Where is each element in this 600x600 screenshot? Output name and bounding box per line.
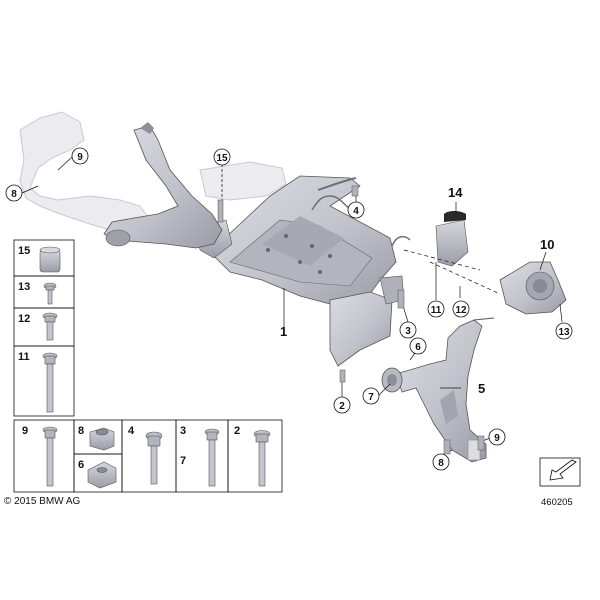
subframe-part (195, 175, 411, 367)
callout-6: 6 (415, 342, 421, 353)
diagram-frame: 1 2 3 4 5 6 7 8 9 8 9 10 11 12 13 14 15 (0, 88, 600, 512)
callout-15: 15 (216, 153, 228, 164)
bush-carrier-part (499, 261, 567, 315)
legend-2: 2 (234, 425, 240, 437)
legend-13: 13 (18, 281, 30, 293)
callout-11: 11 (431, 305, 442, 316)
ghost-knuckle (19, 111, 287, 231)
bolt-3-part (204, 428, 220, 487)
legend-12: 12 (18, 313, 30, 325)
legend-11: 11 (18, 351, 30, 363)
callout-13: 13 (558, 327, 570, 338)
callout-8-top: 8 (11, 189, 17, 200)
left-control-arm-part (103, 122, 223, 249)
bolt-13-part (43, 282, 57, 305)
fastener-legend (13, 239, 283, 493)
legend-8: 8 (78, 425, 84, 437)
callout-8-bottom: 8 (438, 458, 444, 469)
legend-7: 7 (180, 455, 186, 467)
legend-parts (39, 246, 271, 489)
callout-1: 1 (280, 324, 287, 339)
callouts: 1 2 3 4 5 6 7 8 9 8 9 10 11 12 13 14 15 (5, 147, 573, 471)
legend-3: 3 (180, 425, 186, 437)
legend-6: 6 (78, 459, 84, 471)
document-number: 460205 (541, 497, 573, 508)
direction-arrow-icon (549, 459, 577, 481)
right-control-arm-part (381, 317, 495, 463)
direction-arrow-box (539, 457, 581, 487)
callout-5: 5 (478, 381, 485, 396)
bolt-4-part (145, 431, 163, 485)
callout-12: 12 (455, 305, 467, 316)
callout-7: 7 (368, 392, 374, 403)
callout-4: 4 (353, 206, 359, 217)
callout-10: 10 (540, 237, 554, 252)
diagram-canvas: 1 2 3 4 5 6 7 8 9 8 9 10 11 12 13 14 15 (5, 111, 581, 493)
nut-8-part (89, 427, 115, 451)
reinforcement-plate-part (435, 211, 469, 267)
legend-labels: 15 13 12 11 9 8 6 4 3 7 2 (18, 245, 240, 471)
callout-9-bottom: 9 (494, 433, 500, 444)
bolt-11-part (42, 352, 58, 413)
legend-4: 4 (128, 425, 135, 437)
square-nut-6-part (87, 461, 117, 489)
callout-3: 3 (405, 326, 411, 337)
bolt-12-part (42, 312, 58, 341)
copyright-text: © 2015 BMW AG (4, 496, 81, 507)
main-bolts (217, 185, 485, 455)
legend-15: 15 (18, 245, 30, 257)
callout-2: 2 (339, 401, 345, 412)
legend-9: 9 (22, 425, 28, 437)
bolt-9-part (42, 426, 58, 487)
callout-14: 14 (448, 185, 463, 200)
callout-9-top: 9 (77, 152, 83, 163)
bolt-2-part (253, 430, 271, 487)
